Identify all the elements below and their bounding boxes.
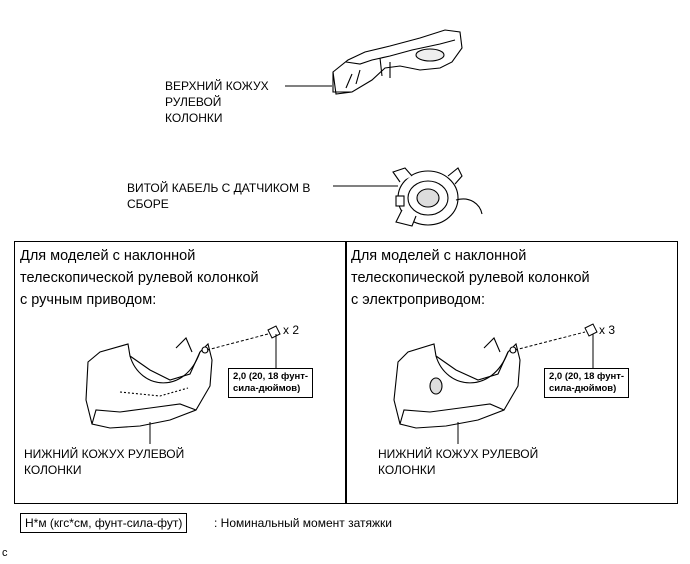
corner-mark: c: [2, 547, 8, 559]
spiral-cable-label: ВИТОЙ КАБЕЛЬ С ДАТЧИКОМ В СБОРЕ: [127, 181, 311, 211]
screw-count-electric: x 3: [599, 323, 616, 337]
panel-manual-title: Для моделей с наклонной телескопической …: [20, 248, 259, 308]
torque-unit-legend-description: : Номинальный момент затяжки: [214, 516, 392, 530]
torque-spec-manual: 2,0 (20, 18 фунт- сила-дюймов): [228, 368, 314, 398]
panel-manual: [14, 241, 347, 504]
lower-cover-manual-label: НИЖНИЙ КОЖУХ РУЛЕВОЙ КОЛОНКИ: [24, 447, 185, 477]
screw-count-manual: x 2: [283, 323, 300, 337]
torque-spec-electric: 2,0 (20, 18 фунт- сила-дюймов): [544, 368, 630, 398]
bolt-icon-electric: [584, 323, 598, 368]
bolt-icon-manual: [267, 325, 281, 368]
lower-cover-electric-label: НИЖНИЙ КОЖУХ РУЛЕВОЙ КОЛОНКИ: [378, 447, 539, 477]
lower-cover-electric-drawing: [393, 337, 521, 429]
upper-column-cover-drawing: [332, 29, 463, 95]
torque-unit-legend-box: Н*м (кгс*см, фунт-сила-фут): [20, 513, 188, 533]
lower-cover-manual-drawing: [85, 337, 213, 429]
upper-cover-label: ВЕРХНИЙ КОЖУХ РУЛЕВОЙ КОЛОНКИ: [165, 79, 269, 125]
panel-electric-title: Для моделей с наклонной телескопической …: [351, 248, 590, 308]
panel-electric: [345, 241, 678, 504]
spiral-cable-drawing: [392, 167, 483, 227]
